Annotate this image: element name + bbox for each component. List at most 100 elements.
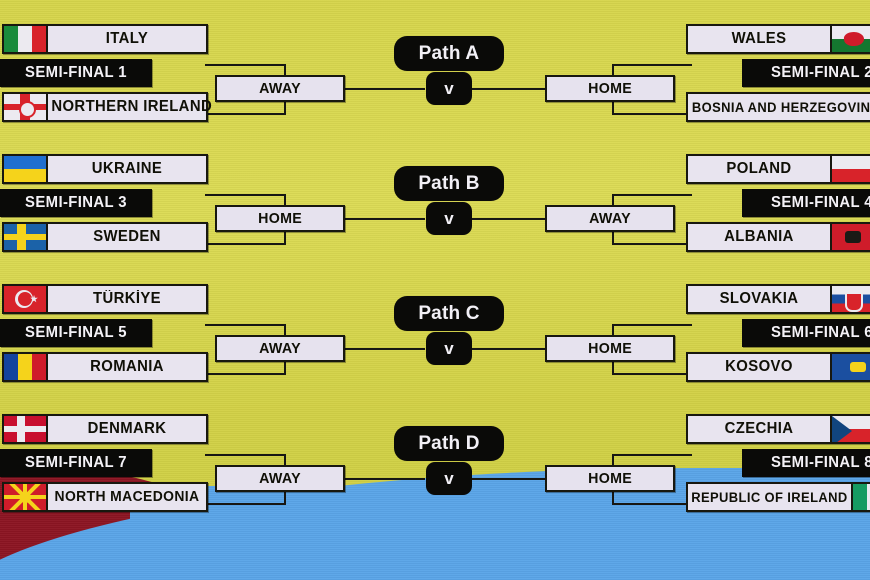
connector-line: [345, 218, 425, 220]
connector-line: [612, 113, 692, 115]
path-label-b: Path B: [394, 166, 504, 201]
flag-wales-icon: [830, 26, 870, 52]
versus-box-c: v: [426, 332, 472, 365]
team-name: POLAND: [726, 160, 792, 177]
flag-north-macedonia-icon: [4, 484, 48, 510]
team-name: ITALY: [105, 30, 149, 47]
venue-box-left[interactable]: HOME: [215, 205, 345, 232]
team-name: ROMANIA: [90, 358, 164, 375]
versus-box-d: v: [426, 462, 472, 495]
versus-label: v: [444, 468, 454, 488]
path-row-d: DENMARK SEMI-FINAL 7 NORTH MACEDONIA AWA…: [0, 408, 870, 528]
flag-albania-icon: [830, 224, 870, 250]
path-label-c: Path C: [394, 296, 504, 331]
venue-box-right[interactable]: HOME: [545, 335, 675, 362]
team-name: BOSNIA AND HERZEGOVINA: [691, 99, 870, 115]
team-plate-bottom-right[interactable]: REPUBLIC OF IRELAND: [686, 482, 870, 512]
connector-line: [345, 88, 425, 90]
flag-sweden-icon: [4, 224, 48, 250]
venue-label: AWAY: [259, 340, 301, 357]
venue-box-left[interactable]: AWAY: [215, 75, 345, 102]
versus-box-b: v: [426, 202, 472, 235]
venue-label: AWAY: [589, 210, 631, 227]
flag-czechia-icon: [830, 416, 870, 442]
connector-line: [466, 348, 546, 350]
connector-line: [612, 454, 692, 456]
path-row-b: UKRAINE SEMI-FINAL 3 SWEDEN HOME Path B …: [0, 148, 870, 268]
team-plate-bottom-left[interactable]: ROMANIA: [2, 352, 208, 382]
flag-kosovo-icon: [830, 354, 870, 380]
flag-turkiye-icon: [4, 286, 48, 312]
team-plate-top-right[interactable]: WALES: [686, 24, 870, 54]
team-plate-bottom-right[interactable]: ALBANIA: [686, 222, 870, 252]
team-plate-bottom-left[interactable]: SWEDEN: [2, 222, 208, 252]
connector-line: [466, 88, 546, 90]
team-plate-top-left[interactable]: ITALY: [2, 24, 208, 54]
flag-poland-icon: [830, 156, 870, 182]
team-plate-top-right[interactable]: SLOVAKIA: [686, 284, 870, 314]
versus-box-a: v: [426, 72, 472, 105]
venue-label: AWAY: [259, 80, 301, 97]
venue-box-left[interactable]: AWAY: [215, 465, 345, 492]
versus-label: v: [444, 208, 454, 228]
team-plate-top-right[interactable]: POLAND: [686, 154, 870, 184]
flag-northern-ireland-icon: [4, 94, 48, 120]
team-plate-top-right[interactable]: CZECHIA: [686, 414, 870, 444]
semi-final-label: SEMI-FINAL 1: [25, 64, 127, 81]
team-plate-top-left[interactable]: TÜRKİYE: [2, 284, 208, 314]
path-row-c: TÜRKİYE SEMI-FINAL 5 ROMANIA AWAY Path C…: [0, 278, 870, 398]
venue-label: HOME: [588, 80, 632, 97]
connector-line: [205, 373, 285, 375]
connector-line: [612, 324, 692, 326]
venue-box-right[interactable]: HOME: [545, 465, 675, 492]
venue-box-right[interactable]: AWAY: [545, 205, 675, 232]
team-plate-bottom-right[interactable]: BOSNIA AND HERZEGOVINA: [686, 92, 870, 122]
semi-final-plate-left: SEMI-FINAL 1: [0, 59, 152, 87]
semi-final-plate-right: SEMI-FINAL 4: [742, 189, 870, 217]
connector-line: [205, 243, 285, 245]
connector-line: [345, 478, 425, 480]
semi-final-label: SEMI-FINAL 6: [771, 324, 870, 341]
team-plate-bottom-right[interactable]: KOSOVO: [686, 352, 870, 382]
venue-box-left[interactable]: AWAY: [215, 335, 345, 362]
connector-line: [612, 503, 692, 505]
team-plate-top-left[interactable]: UKRAINE: [2, 154, 208, 184]
flag-republic-of-ireland-icon: [850, 484, 870, 510]
path-name: Path B: [418, 172, 480, 194]
flag-romania-icon: [4, 354, 48, 380]
venue-label: AWAY: [259, 470, 301, 487]
semi-final-plate-right: SEMI-FINAL 2: [742, 59, 870, 87]
connector-line: [466, 218, 546, 220]
semi-final-plate-right: SEMI-FINAL 8: [742, 449, 870, 477]
team-name: UKRAINE: [91, 160, 163, 177]
path-name: Path D: [418, 432, 480, 454]
venue-label: HOME: [588, 340, 632, 357]
semi-final-label: SEMI-FINAL 4: [771, 194, 870, 211]
team-plate-bottom-left[interactable]: NORTHERN IRELAND: [2, 92, 212, 122]
team-name: CZECHIA: [724, 420, 794, 437]
path-name: Path A: [418, 42, 480, 64]
semi-final-label: SEMI-FINAL 8: [771, 454, 870, 471]
team-name: SWEDEN: [93, 228, 161, 245]
team-name: NORTH MACEDONIA: [54, 489, 200, 505]
versus-label: v: [444, 78, 454, 98]
venue-box-right[interactable]: HOME: [545, 75, 675, 102]
team-name: DENMARK: [87, 420, 167, 437]
versus-label: v: [444, 338, 454, 358]
semi-final-label: SEMI-FINAL 3: [25, 194, 127, 211]
connector-line: [205, 64, 285, 66]
semi-final-label: SEMI-FINAL 5: [25, 324, 127, 341]
connector-line: [612, 243, 692, 245]
team-name: NORTHERN IRELAND: [51, 98, 213, 115]
semi-final-plate-left: SEMI-FINAL 3: [0, 189, 152, 217]
team-name: WALES: [731, 30, 787, 47]
path-name: Path C: [418, 302, 480, 324]
team-name: SLOVAKIA: [719, 290, 799, 307]
connector-line: [612, 373, 692, 375]
venue-label: HOME: [258, 210, 302, 227]
team-plate-bottom-left[interactable]: NORTH MACEDONIA: [2, 482, 208, 512]
flag-denmark-icon: [4, 416, 48, 442]
connector-line: [345, 348, 425, 350]
team-plate-top-left[interactable]: DENMARK: [2, 414, 208, 444]
flag-ukraine-icon: [4, 156, 48, 182]
